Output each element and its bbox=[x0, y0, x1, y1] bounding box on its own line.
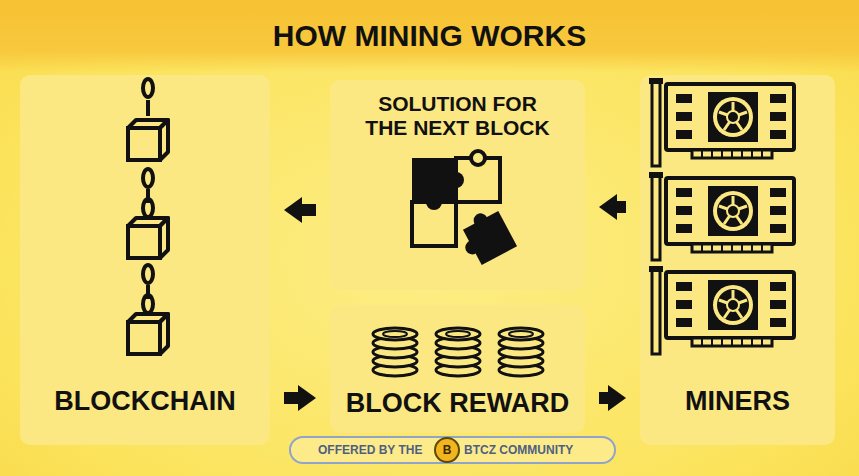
flow-arrow bbox=[617, 201, 626, 213]
chain-illustration bbox=[128, 79, 168, 354]
coin-logo-letter: B bbox=[443, 444, 452, 456]
footer-credit: BTCZ COMMUNITY bbox=[464, 444, 573, 456]
puzzle-icon bbox=[412, 151, 517, 268]
title-band: HOW MINING WORKS bbox=[0, 0, 859, 72]
flow-arrow bbox=[284, 392, 298, 404]
flow-arrow bbox=[302, 204, 316, 216]
panel-label: BLOCK REWARD bbox=[346, 388, 570, 419]
flow-arrow bbox=[599, 392, 608, 404]
gpu-cards bbox=[649, 78, 794, 354]
panel-label: SOLUTION FOR THE NEXT BLOCK bbox=[363, 92, 553, 140]
diagram-title: HOW MINING WORKS bbox=[273, 19, 586, 53]
coin-stacks bbox=[373, 328, 543, 376]
panel-label: MINERS bbox=[685, 386, 790, 417]
footer-badge bbox=[290, 437, 615, 463]
panel-label: BLOCKCHAIN bbox=[54, 386, 236, 417]
footer-credit: OFFERED BY THE bbox=[318, 444, 422, 456]
